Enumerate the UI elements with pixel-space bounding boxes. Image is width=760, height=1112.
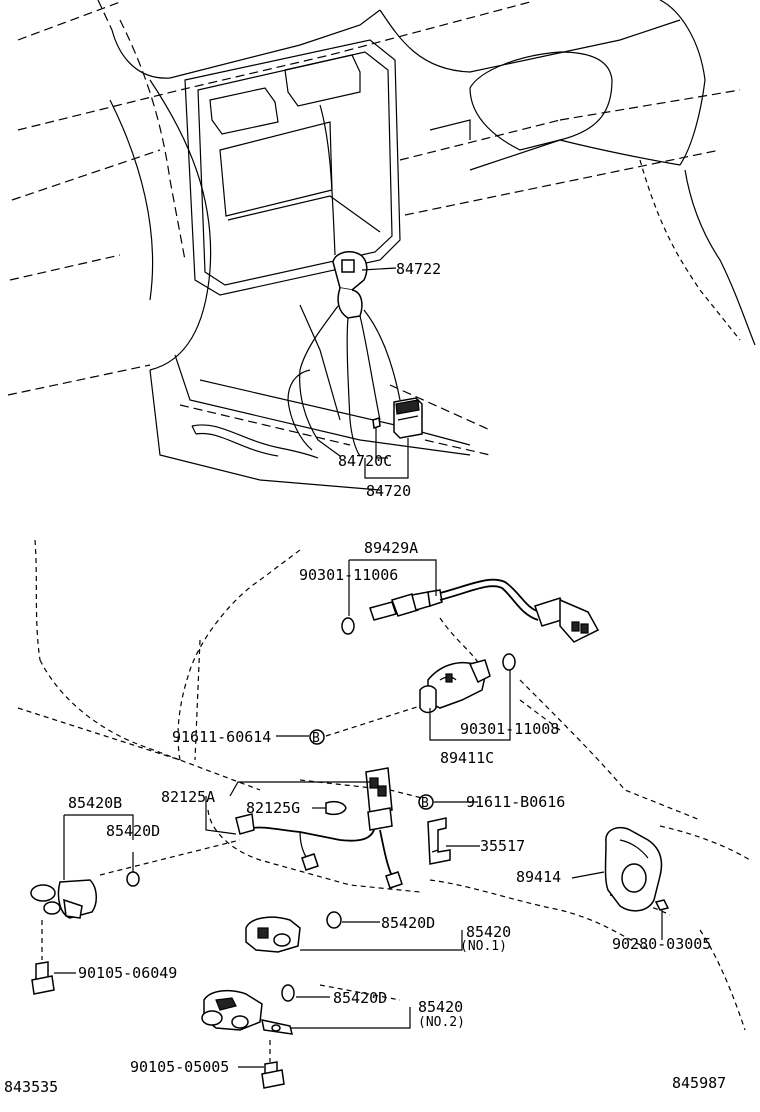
bracket-part [427, 817, 451, 865]
label-85420d-left: 85420D [106, 822, 160, 840]
label-85420-no2: 85420 [418, 998, 463, 1016]
label-85420b: 85420B [68, 794, 122, 812]
lower-leader-lines [54, 559, 663, 1068]
label-35517: 35517 [480, 837, 525, 855]
figure-number-right: 845987 [672, 1074, 726, 1092]
switch-part [372, 397, 423, 439]
label-84720: 84720 [366, 482, 411, 500]
knock-sensor-left-part [30, 871, 140, 995]
label-90301-11008: 90301-11008 [460, 720, 559, 738]
label-90301-11006: 90301-11006 [299, 566, 398, 584]
label-no1: (NO.1) [460, 939, 507, 954]
label-82125a: 82125A [161, 788, 215, 806]
label-91611-b0616: 91611-B0616 [466, 793, 565, 811]
leader-84720 [364, 438, 409, 479]
marker-b-2 [418, 794, 434, 810]
label-89411c: 89411C [440, 749, 494, 767]
knock-sensor-no2-part [201, 984, 295, 1089]
label-89429a: 89429A [364, 539, 418, 557]
knock-sensor-no1-part [245, 911, 342, 953]
shift-knob-part [299, 250, 401, 457]
label-85420d-no1: 85420D [381, 914, 435, 932]
label-82125g: 82125G [246, 799, 300, 817]
label-90105-05005: 90105-05005 [130, 1058, 229, 1076]
throttle-sensor-part [604, 826, 670, 912]
leader-84720c [375, 428, 388, 459]
dashboard-illustration [7, 0, 756, 491]
label-91611-60614: 91611-60614 [172, 728, 271, 746]
label-85420-no1: 85420 [466, 923, 511, 941]
label-84722: 84722 [396, 260, 441, 278]
label-89414: 89414 [516, 868, 561, 886]
label-90105-06049: 90105-06049 [78, 964, 177, 982]
oxygen-sensor-part [341, 578, 600, 643]
marker-b-2-label: B [421, 796, 429, 811]
cam-sensor-part [419, 653, 516, 714]
label-84720c: 84720C [338, 452, 392, 470]
marker-b-1 [309, 729, 325, 745]
leader-84722 [361, 267, 397, 271]
label-90280-03005: 90280-03005 [612, 935, 711, 953]
engine-outline [17, 539, 751, 1031]
figure-number-left: 843535 [4, 1078, 58, 1096]
label-no2: (NO.2) [418, 1015, 465, 1030]
label-85420d-no2: 85420D [333, 989, 387, 1007]
marker-b-1-label: B [312, 731, 320, 746]
connector-harness-part [235, 767, 403, 889]
